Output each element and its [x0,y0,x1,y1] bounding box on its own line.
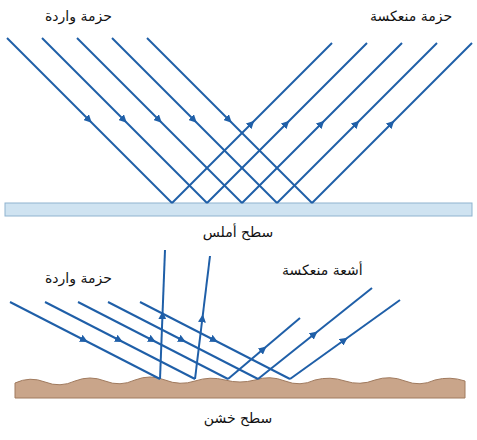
light-ray [42,38,207,203]
reflected-beam-label: حزمة منعكسة [370,8,452,25]
rough-surface [15,377,465,398]
reflected-rays-label: أشعة منعكسة [282,262,363,279]
light-ray [242,43,402,203]
light-ray [195,256,210,379]
surface-label: سطح أملس [203,224,274,241]
smooth-surface [5,203,472,216]
light-ray [160,250,165,379]
light-ray [108,302,258,379]
light-ray [112,38,277,203]
light-ray [312,43,472,203]
light-ray [45,302,195,379]
light-ray [78,302,228,379]
light-ray [277,43,437,203]
rough-rays [10,250,400,379]
light-ray [10,302,160,379]
light-ray [7,38,172,203]
surface-label: سطح خشن [204,410,273,427]
smooth-rays [7,38,472,203]
incident-beam-label: حزمة واردة [45,270,112,287]
light-ray [77,38,242,203]
light-ray [228,318,300,379]
light-ray [147,38,312,203]
light-ray [290,300,400,379]
incident-beam-label: حزمة واردة [45,8,112,25]
